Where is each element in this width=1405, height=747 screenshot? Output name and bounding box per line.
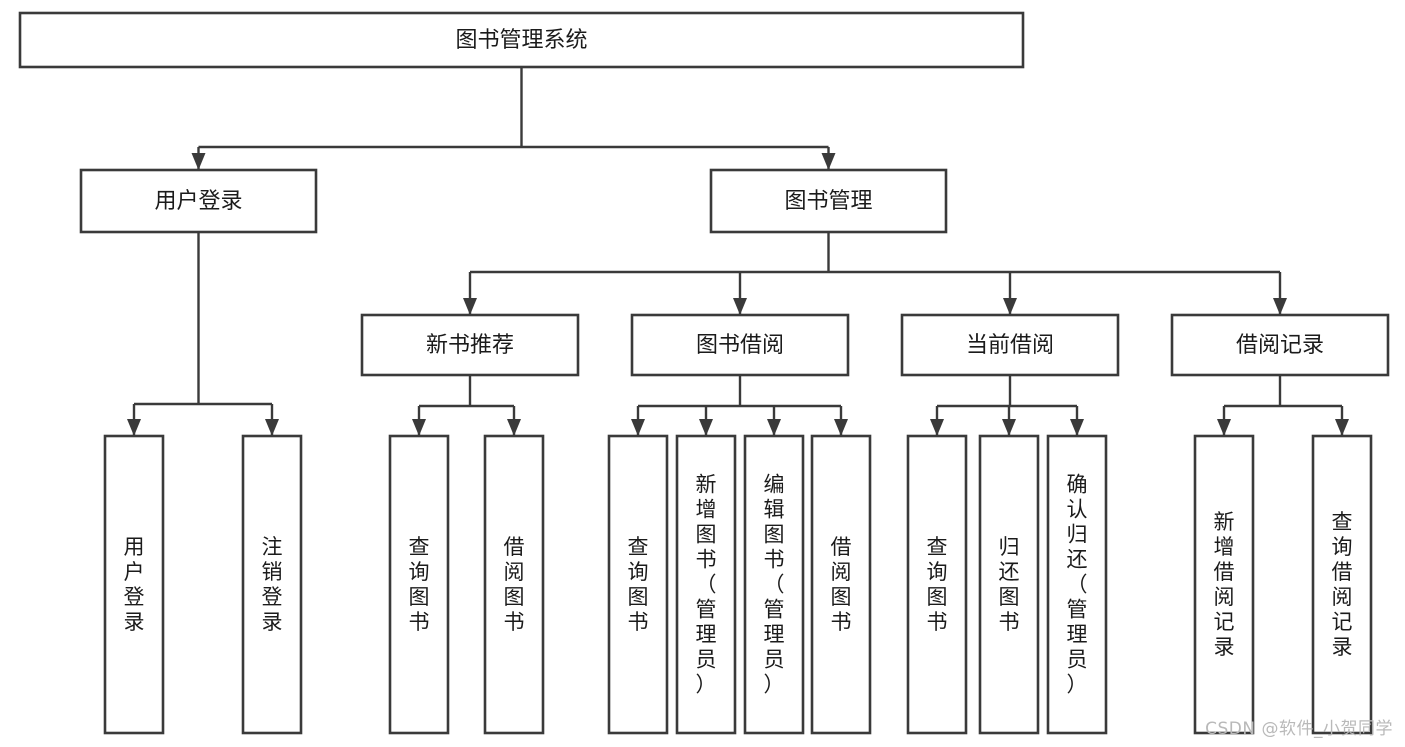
- node-box: [675, 434, 737, 735]
- node-box: [810, 434, 872, 735]
- node-leaf-user-login[interactable]: 用户登录: [103, 434, 165, 735]
- node-label: 注销登录: [262, 535, 283, 634]
- node-label: 查询图书: [927, 535, 948, 634]
- node-leaf-return-book[interactable]: 归还图书: [978, 434, 1040, 735]
- node-leaf-query-book-c[interactable]: 查询图书: [906, 434, 968, 735]
- node-label: 用户登录: [124, 535, 145, 634]
- node-new-book-rec[interactable]: 新书推荐: [360, 313, 580, 377]
- node-leaf-borrow-book-b[interactable]: 借阅图书: [810, 434, 872, 735]
- node-book-borrow[interactable]: 图书借阅: [630, 313, 850, 377]
- node-leaf-borrow-book-a[interactable]: 借阅图书: [483, 434, 545, 735]
- node-box: [483, 434, 545, 735]
- node-root[interactable]: 图书管理系统: [18, 11, 1025, 69]
- node-box: [103, 434, 165, 735]
- node-label: 归还图书: [999, 535, 1020, 634]
- arrow-head-icon: [265, 419, 279, 436]
- connector-layer: [127, 67, 1349, 436]
- arrow-head-icon: [821, 153, 836, 170]
- node-label: 确认归还（管理员）: [1067, 473, 1088, 697]
- node-box: [900, 313, 1120, 377]
- arrow-head-icon: [767, 419, 781, 436]
- node-leaf-logout[interactable]: 注销登录: [241, 434, 303, 735]
- node-box: [978, 434, 1040, 735]
- node-layer: 图书管理系统用户登录图书管理新书推荐图书借阅当前借阅借阅记录用户登录注销登录查询…: [18, 11, 1390, 735]
- arrow-head-icon: [412, 419, 426, 436]
- node-leaf-query-book-b[interactable]: 查询图书: [607, 434, 669, 735]
- arrow-head-icon: [1002, 419, 1016, 436]
- arrow-head-icon: [699, 419, 713, 436]
- arrow-head-icon: [1335, 419, 1349, 436]
- node-label: 借阅记录: [1236, 333, 1324, 358]
- node-box: [1311, 434, 1373, 735]
- node-box: [630, 313, 850, 377]
- node-box: [1170, 313, 1390, 377]
- node-box: [743, 434, 805, 735]
- node-label: 图书借阅: [696, 333, 784, 358]
- arrow-head-icon: [127, 419, 141, 436]
- node-label: 查询图书: [409, 535, 430, 634]
- arrow-head-icon: [191, 153, 206, 170]
- node-box: [709, 168, 948, 234]
- node-box: [1046, 434, 1108, 735]
- node-label: 查询借阅记录: [1332, 510, 1353, 659]
- arrow-head-icon: [930, 419, 944, 436]
- arrow-head-icon: [507, 419, 521, 436]
- node-leaf-add-book[interactable]: 新增图书（管理员）: [675, 434, 737, 735]
- arrow-head-icon: [463, 298, 477, 315]
- node-box: [388, 434, 450, 735]
- arrow-head-icon: [1070, 419, 1084, 436]
- node-current-borrow[interactable]: 当前借阅: [900, 313, 1120, 377]
- node-label: 图书管理: [784, 189, 872, 214]
- node-label: 新增图书（管理员）: [696, 473, 717, 697]
- node-box: [241, 434, 303, 735]
- node-box: [18, 11, 1025, 69]
- node-book-manage[interactable]: 图书管理: [709, 168, 948, 234]
- node-label: 用户登录: [154, 189, 242, 214]
- node-box: [79, 168, 318, 234]
- node-label: 当前借阅: [966, 333, 1054, 358]
- arrow-head-icon: [733, 298, 747, 315]
- node-leaf-query-book-a[interactable]: 查询图书: [388, 434, 450, 735]
- arrow-head-icon: [834, 419, 848, 436]
- node-leaf-confirm-return[interactable]: 确认归还（管理员）: [1046, 434, 1108, 735]
- node-user-login[interactable]: 用户登录: [79, 168, 318, 234]
- node-leaf-query-record[interactable]: 查询借阅记录: [1311, 434, 1373, 735]
- node-box: [906, 434, 968, 735]
- node-label: 图书管理系统: [455, 28, 587, 53]
- node-box: [1193, 434, 1255, 735]
- arrow-head-icon: [1217, 419, 1231, 436]
- node-label: 编辑图书（管理员）: [764, 473, 785, 697]
- node-label: 借阅图书: [504, 535, 525, 634]
- node-label: 新书推荐: [426, 333, 514, 358]
- arrow-head-icon: [1273, 298, 1287, 315]
- node-label: 新增借阅记录: [1214, 510, 1235, 659]
- node-label: 查询图书: [628, 535, 649, 634]
- node-leaf-edit-book[interactable]: 编辑图书（管理员）: [743, 434, 805, 735]
- node-box: [360, 313, 580, 377]
- arrow-head-icon: [1003, 298, 1017, 315]
- node-leaf-add-record[interactable]: 新增借阅记录: [1193, 434, 1255, 735]
- arrow-head-icon: [631, 419, 645, 436]
- node-box: [607, 434, 669, 735]
- node-borrow-record[interactable]: 借阅记录: [1170, 313, 1390, 377]
- node-label: 借阅图书: [831, 535, 852, 634]
